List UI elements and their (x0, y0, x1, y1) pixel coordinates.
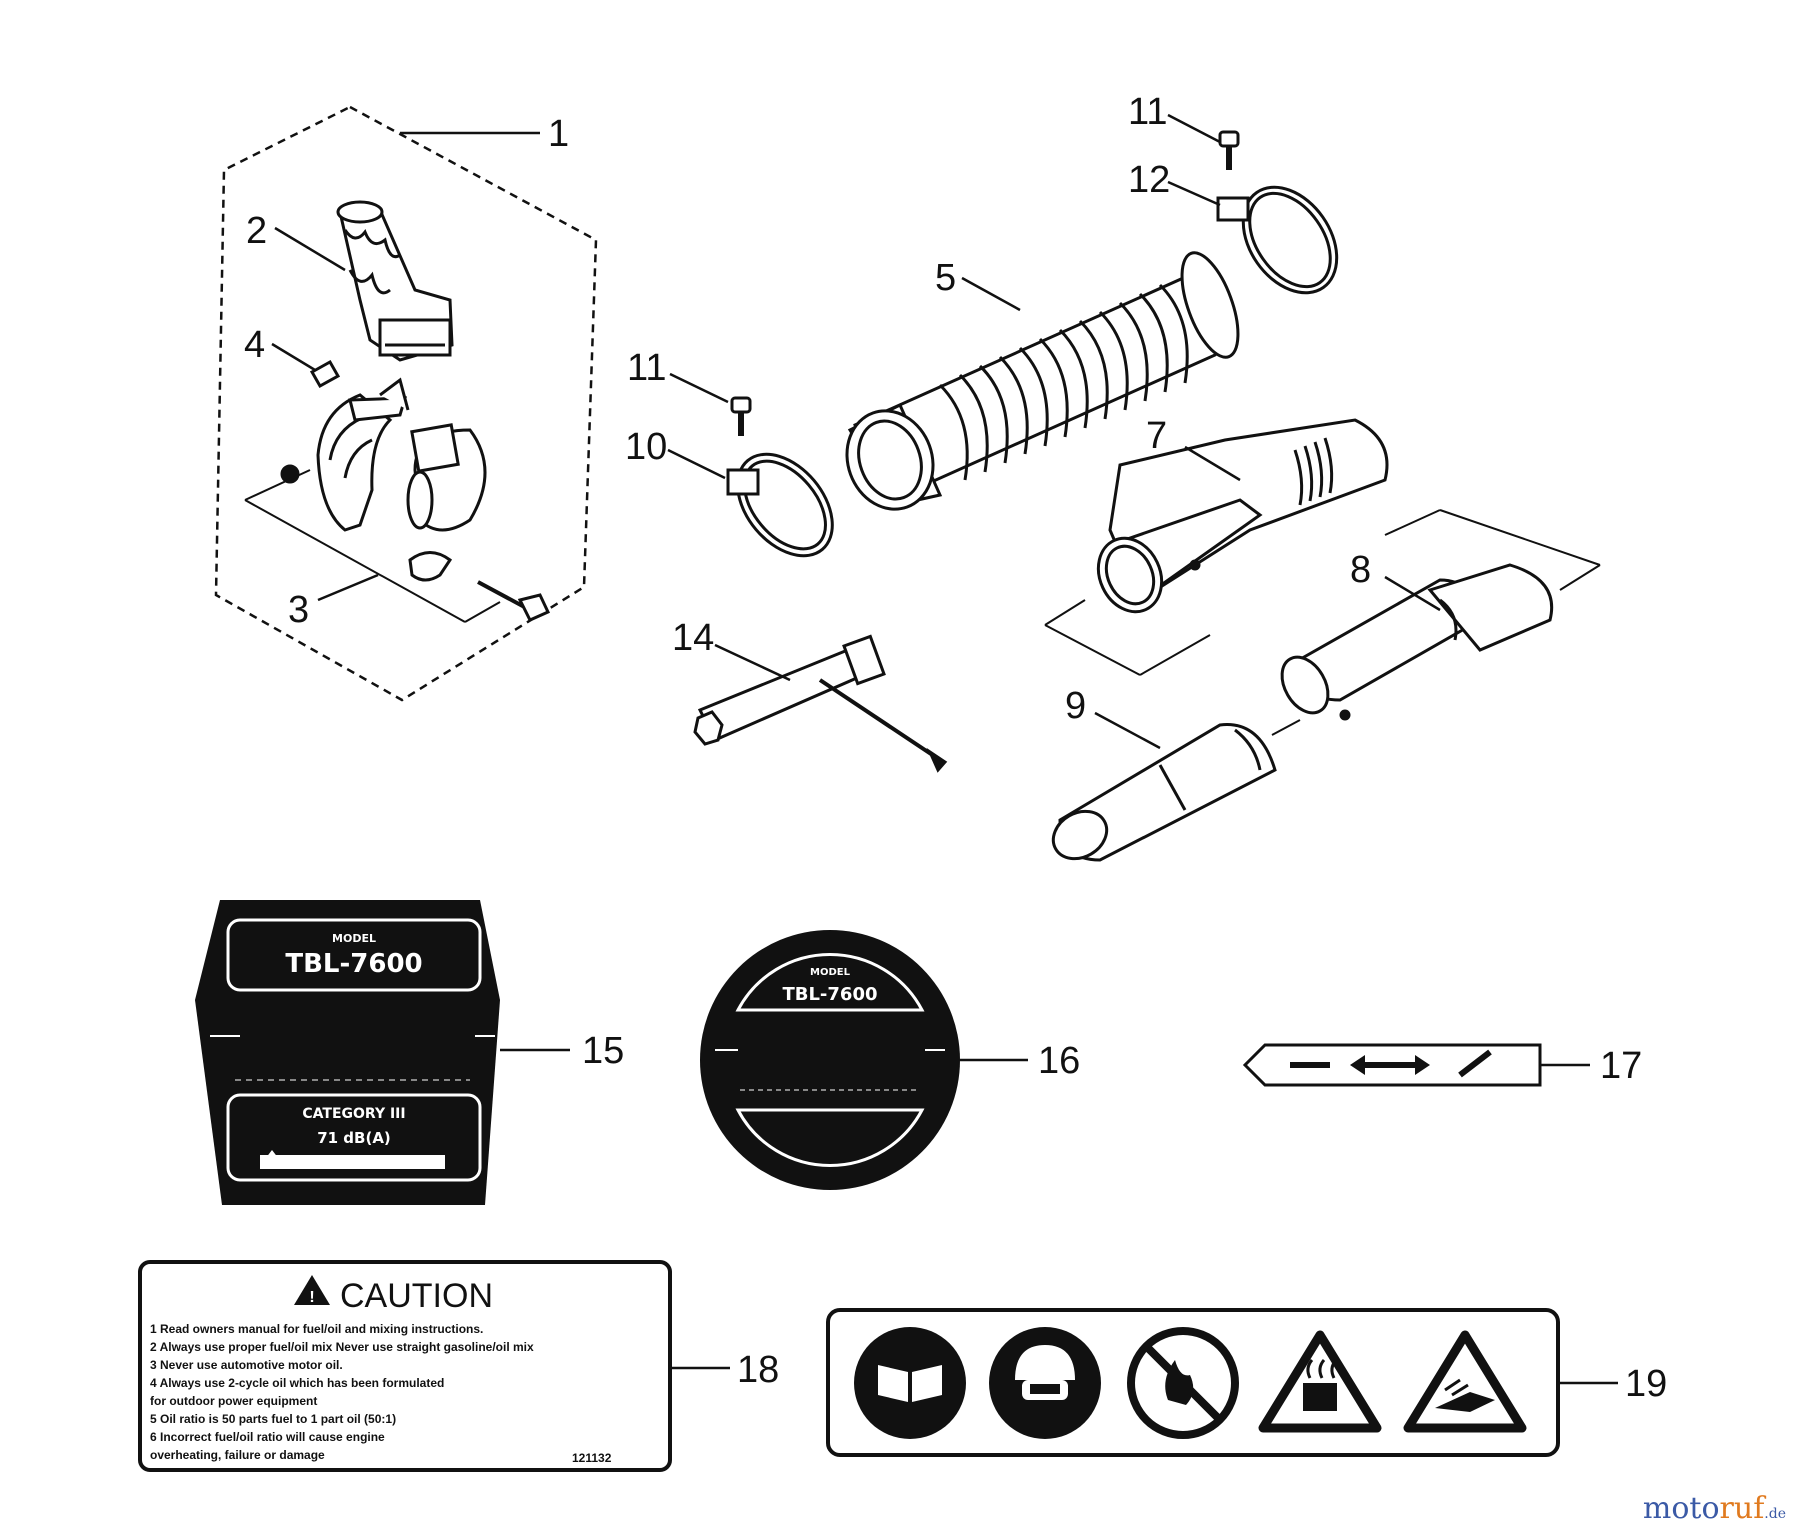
callout-3: 3 (288, 589, 309, 631)
manual-icon (854, 1327, 966, 1439)
part-16-round-decal (700, 930, 960, 1190)
callout-17: 17 (1600, 1045, 1642, 1087)
part-12-clamp (1216, 185, 1339, 295)
part-14-wrench (693, 634, 948, 773)
watermark-part1: moto (1642, 1491, 1720, 1526)
decal-15-model: TBL-7600 (285, 949, 422, 979)
decal-16-model-label: MODEL (810, 967, 851, 978)
caution-line: 2 Always use proper fuel/oil mix Never u… (150, 1340, 534, 1354)
caution-line: 5 Oil ratio is 50 parts fuel to 1 part o… (150, 1412, 396, 1426)
caution-line: overheating, failure or damage (150, 1448, 325, 1462)
watermark-suffix: .de (1764, 1506, 1786, 1522)
part-11-screw-lower (730, 396, 752, 436)
callout-7: 7 (1146, 415, 1167, 457)
part-2-handle (336, 200, 454, 362)
part-7-bracket-lines (1044, 599, 1211, 676)
caution-code: 121132 (572, 1451, 612, 1465)
callout-11-upper: 11 (1128, 91, 1167, 133)
caution-line: 3 Never use automotive motor oil. (150, 1358, 343, 1372)
callout-1: 1 (548, 113, 569, 155)
part-11-screw-upper (1218, 130, 1240, 170)
decal-16-model: TBL-7600 (782, 984, 877, 1005)
leader-lines (271, 113, 1618, 1385)
decal-15-model-label: MODEL (332, 932, 376, 945)
callout-2: 2 (246, 210, 267, 252)
callout-15: 15 (582, 1030, 624, 1072)
caution-line: 1 Read owners manual for fuel/oil and mi… (150, 1322, 483, 1336)
svg-text:!: ! (309, 1289, 314, 1306)
callout-8: 8 (1350, 549, 1371, 591)
callout-5: 5 (935, 257, 956, 299)
caution-title: CAUTION (340, 1277, 493, 1315)
callout-12: 12 (1128, 159, 1170, 201)
no-fire-icon (1127, 1327, 1239, 1439)
watermark-part2: ruf (1719, 1491, 1765, 1526)
hand-hazard-icon (1403, 1330, 1527, 1433)
callout-10: 10 (625, 426, 667, 468)
decal-15-dba: 71 dB(A) (317, 1129, 391, 1147)
part-17-arrow-decal (1242, 1043, 1542, 1087)
callout-16: 16 (1038, 1040, 1080, 1082)
part-10-clamp (726, 452, 834, 558)
caution-line: for outdoor power equipment (150, 1394, 317, 1408)
callout-4: 4 (244, 324, 265, 366)
part-3-clamp (280, 377, 551, 622)
face-protection-icon (989, 1327, 1101, 1439)
part-18-caution-label: ! (138, 1260, 672, 1472)
callout-9: 9 (1065, 685, 1086, 727)
hot-surface-icon (1258, 1330, 1382, 1433)
callout-14: 14 (672, 617, 714, 659)
callout-19: 19 (1625, 1363, 1667, 1405)
callout-18: 18 (737, 1349, 779, 1391)
part-4-screw (309, 359, 341, 389)
part-5-hose (845, 251, 1240, 511)
part-9-nozzle (1051, 719, 1301, 862)
part-8-tube (1280, 563, 1554, 721)
part-15-decal (195, 900, 500, 1205)
callout-11-lower: 11 (627, 347, 666, 389)
part-7-tube (1096, 418, 1389, 614)
part-8-bracket-lines (1384, 509, 1601, 591)
watermark: motoruf.de (1643, 1491, 1786, 1526)
caution-line: 6 Incorrect fuel/oil ratio will cause en… (150, 1430, 385, 1444)
kit-1-outline (214, 105, 598, 702)
part-3-bracket-lines (244, 469, 501, 623)
caution-line: 4 Always use 2-cycle oil which has been … (150, 1376, 444, 1390)
decal-15-category: CATEGORY III (302, 1106, 405, 1122)
